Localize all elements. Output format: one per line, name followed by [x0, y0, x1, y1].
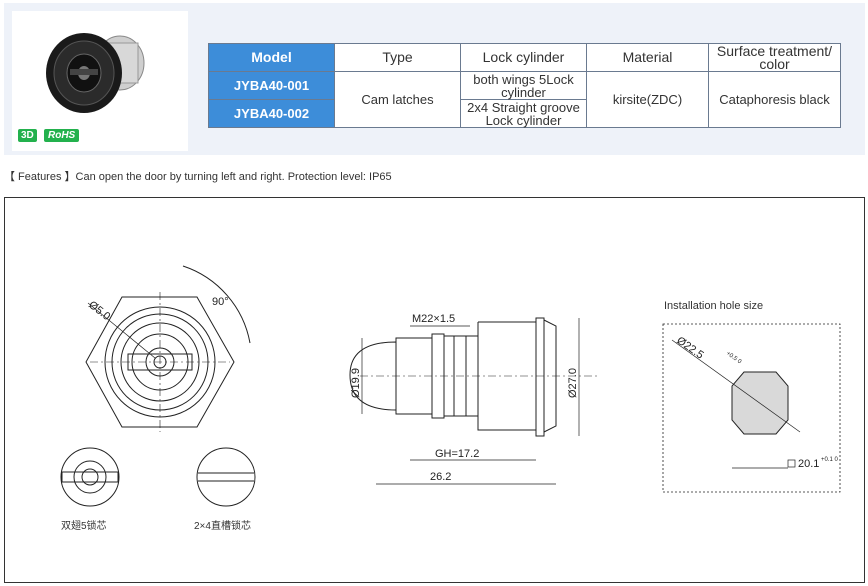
header-model: Model — [208, 43, 335, 72]
installation-hole-label: Installation hole size — [664, 300, 764, 312]
model-cell: JYBA40-001 — [208, 71, 335, 100]
side-view — [349, 317, 600, 485]
table-header-row: Model Type Lock cylinder Material Surfac… — [208, 43, 841, 72]
features-text: 【 Features 】Can open the door by turning… — [4, 171, 392, 183]
rotation-angle-label: 90° — [212, 296, 229, 308]
rohs-badge: RoHS — [44, 129, 80, 142]
right-diameter-label: Ø27.0 — [567, 368, 579, 398]
model-cell: JYBA40-002 — [208, 99, 335, 128]
technical-drawing — [4, 197, 865, 583]
length-label: 26.2 — [430, 471, 451, 483]
wing-cylinder-caption: 双翅5锁芯 — [61, 521, 107, 532]
groove-cylinder-caption: 2×4直槽锁芯 — [194, 521, 251, 532]
type-cell: Cam latches — [334, 71, 461, 128]
spec-table: Model Type Lock cylinder Material Surfac… — [208, 43, 841, 128]
lock-cylinder-cell: both wings 5Lock cylinder — [460, 71, 587, 100]
front-view — [85, 265, 251, 432]
header-type: Type — [334, 43, 461, 72]
left-diameter-label: Ø19.9 — [350, 368, 362, 398]
hole-flat-tolerance: +0.1 0 — [821, 457, 839, 463]
table-row: JYBA40-001 Cam latches both wings 5Lock … — [208, 71, 841, 128]
lock-cylinder-cell: 2x4 Straight groove Lock cylinder — [460, 99, 587, 128]
thread-label: M22×1.5 — [412, 313, 455, 325]
surface-cell: Cataphoresis black — [708, 71, 841, 128]
hole-diameter-tolerance: +0.5 0 — [725, 351, 743, 366]
product-photo — [12, 11, 188, 151]
groove-cylinder-detail — [196, 447, 256, 507]
installation-hole-view — [662, 323, 841, 493]
header-surface: Surface treatment/ color — [708, 43, 841, 72]
wing-cylinder-detail — [60, 447, 120, 507]
hole-diameter-label: Ø22.5 — [674, 335, 705, 362]
cam-latch-image — [46, 33, 145, 113]
hole-flat-label: 20.1 — [798, 458, 819, 470]
3d-badge: 3D — [18, 129, 37, 142]
table-row: JYBA40-002 2x4 Straight groove Lock cyli… — [208, 99, 841, 128]
material-cell: kirsite(ZDC) — [586, 71, 709, 128]
gh-label: GH=17.2 — [435, 448, 479, 460]
header-material: Material — [586, 43, 709, 72]
